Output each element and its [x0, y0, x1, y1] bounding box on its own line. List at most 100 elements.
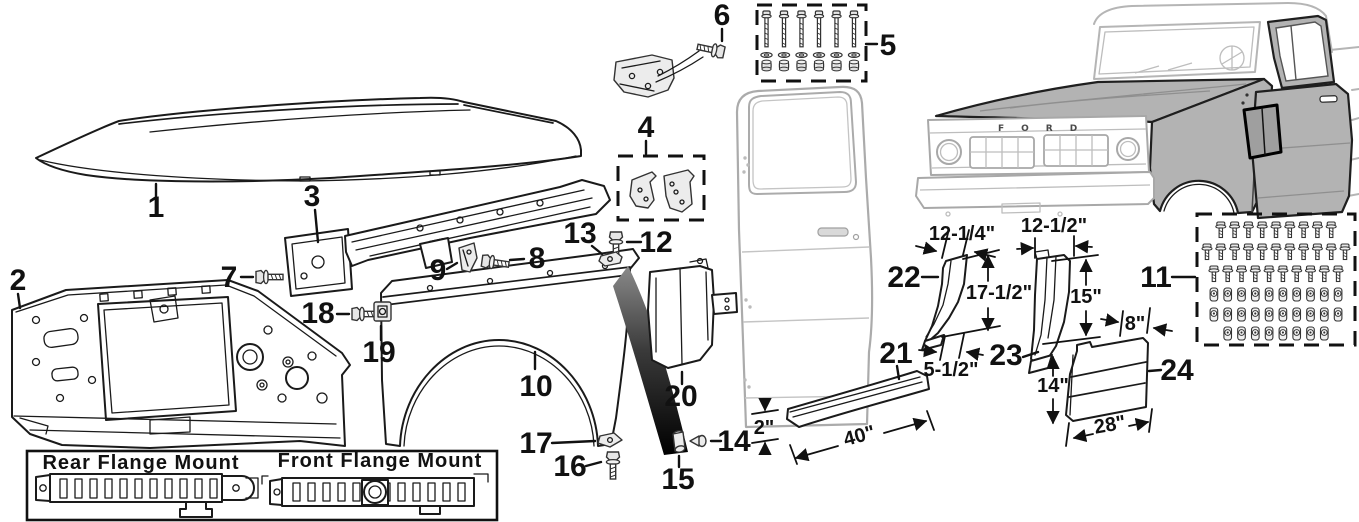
clip-icon: [1306, 287, 1315, 302]
detail-shape: [377, 305, 388, 318]
detail-shape: [606, 436, 614, 444]
part-label-18: 18: [301, 297, 334, 330]
detail-shape: [1152, 323, 1173, 337]
bolt-icon: [1242, 221, 1254, 239]
detail-shape: [1245, 93, 1249, 97]
part-24-lower-panel: 24 8" 14" 28": [1037, 307, 1194, 447]
flange-slat: [427, 482, 436, 502]
detail-shape: [852, 233, 860, 241]
bolt-with-nut-icon: [830, 10, 843, 72]
detail-shape: [245, 477, 259, 499]
bolt-with-nut-icon: [812, 10, 826, 72]
front-bumper: [915, 171, 1155, 217]
part-label-24: 24: [1160, 354, 1194, 387]
part-label-7: 7: [221, 261, 238, 294]
detail-shape: [242, 349, 258, 365]
part-label-6: 6: [714, 0, 731, 32]
kit5-dashed-box: [755, 3, 868, 83]
detail-shape: [1119, 140, 1137, 158]
part-18-bolt: 18: [301, 297, 380, 330]
leader-3: [313, 208, 320, 244]
bolt-icon: [695, 39, 727, 60]
detail-shape: [1261, 107, 1266, 156]
detail-shape: [261, 473, 489, 485]
detail-shape: [724, 297, 730, 303]
detail-shape: [1034, 255, 1057, 356]
detail-shape: [311, 255, 325, 269]
detail-shape: [419, 505, 441, 515]
leader-16: [584, 460, 603, 468]
flange-slat: [209, 478, 218, 499]
detail-shape: [1051, 254, 1099, 262]
part-7-bolt: 7: [221, 261, 284, 294]
part-label-15: 15: [661, 463, 694, 496]
detail-shape: [31, 357, 41, 367]
part-label-4: 4: [638, 111, 655, 144]
detail-shape: [915, 171, 1155, 209]
clip-icon: [1278, 287, 1288, 302]
detail-shape: [1044, 135, 1108, 166]
part-label-22: 22: [887, 261, 920, 294]
flange-mount-panel: Rear Flange Mount Front Flange Mount: [25, 449, 499, 522]
part-4-bracket-kit: 4: [616, 111, 706, 222]
detail-shape: [979, 83, 1247, 112]
dim-24-bottom: 28": [1092, 412, 1127, 439]
part-17-plate-nut: 17: [519, 427, 623, 460]
bolt-icon: [1304, 265, 1317, 283]
detail-shape: [351, 189, 593, 257]
detail-shape: [159, 304, 169, 314]
detail-shape: [743, 156, 747, 160]
clip-icon: [1264, 287, 1274, 302]
dim-21-height: 2": [754, 417, 775, 439]
detail-shape: [382, 266, 631, 306]
detail-shape: [941, 232, 949, 259]
door-window-glass: [1275, 21, 1329, 82]
flange-slat: [89, 478, 98, 499]
detail-shape: [962, 249, 1000, 260]
flange-slat: [74, 478, 83, 499]
detail-shape: [363, 480, 387, 504]
bolt-icon: [255, 269, 284, 285]
kit11-hardware: [1201, 221, 1351, 341]
flange-slat: [397, 482, 406, 502]
detail-shape: [607, 256, 613, 262]
detail-shape: [1148, 408, 1153, 433]
detail-shape: [939, 335, 946, 361]
leader-17: [550, 439, 597, 445]
detail-shape: [285, 359, 291, 365]
hinge-bracket-icon: [629, 171, 657, 209]
detail-shape: [429, 170, 441, 176]
clip-icon: [1292, 326, 1302, 341]
part-label-8: 8: [529, 242, 546, 275]
flange-slat: [292, 482, 301, 502]
bolt-icon: [1208, 265, 1220, 283]
detail-shape: [373, 301, 392, 322]
clip-icon: [1319, 287, 1329, 302]
detail-shape: [307, 351, 317, 361]
part-5-bolt-kit: 5: [755, 3, 896, 83]
part24-outline: [1065, 337, 1149, 422]
flange-slat: [307, 482, 316, 502]
bolt-with-nut-icon: [760, 10, 773, 72]
clip-icon: [1264, 307, 1274, 322]
detail-shape: [15, 284, 337, 357]
leader-9: [445, 261, 459, 271]
leader-21: [895, 364, 901, 381]
detail-shape: [277, 393, 287, 403]
detail-shape: [103, 302, 230, 414]
detail-shape: [49, 473, 223, 503]
detail-shape: [378, 307, 387, 316]
detail-shape: [201, 285, 211, 294]
grille-insert-left: [969, 136, 1035, 169]
windshield-outline: [1093, 21, 1261, 80]
grille-assembly: FORD: [927, 115, 1150, 176]
leader-13: [590, 244, 604, 256]
clip-icon: [1306, 307, 1315, 322]
clip-icon: [1292, 307, 1302, 322]
detail-shape: [918, 343, 938, 358]
detail-shape: [118, 103, 554, 125]
bolt-icon: [605, 451, 621, 480]
dim-23-top: 12-1/2": [1021, 215, 1087, 237]
leader-8: [508, 257, 526, 262]
detail-shape: [546, 269, 554, 277]
